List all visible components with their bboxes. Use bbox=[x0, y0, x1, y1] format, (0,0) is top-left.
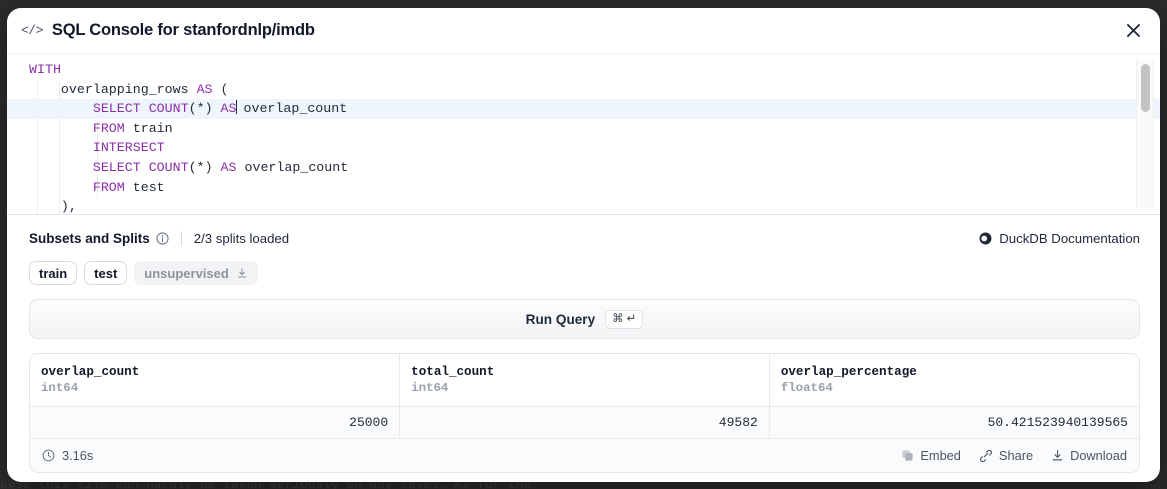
split-chips: train test unsupervised bbox=[29, 261, 1140, 285]
duckdb-documentation-link[interactable]: DuckDB Documentation bbox=[979, 231, 1140, 246]
close-icon[interactable] bbox=[1120, 18, 1146, 44]
sql-console-modal: </> SQL Console for stanfordnlp/imdb WIT… bbox=[7, 8, 1160, 482]
table-cell: 50.421523940139565 bbox=[769, 406, 1139, 438]
column-header[interactable]: total_count int64 bbox=[399, 354, 770, 407]
splits-loaded-status: 2/3 splits loaded bbox=[193, 230, 290, 246]
code-icon: </> bbox=[21, 23, 43, 38]
code-line: SELECT COUNT(*) AS overlap_count bbox=[7, 99, 1160, 119]
duckdb-icon bbox=[979, 232, 992, 245]
column-name: total_count bbox=[411, 365, 495, 379]
results-actions: Embed Share Download bbox=[901, 448, 1127, 463]
editor-scrollbar-thumb[interactable] bbox=[1141, 64, 1150, 112]
column-type: int64 bbox=[411, 381, 449, 395]
query-duration-label: 3.16s bbox=[62, 448, 94, 463]
link-icon bbox=[979, 449, 993, 462]
code-line: INTERSECT bbox=[92, 140, 165, 156]
run-query-button[interactable]: Run Query ⌘ ↵ bbox=[29, 299, 1140, 339]
column-type: int64 bbox=[41, 381, 79, 395]
divider bbox=[180, 230, 182, 246]
column-name: overlap_percentage bbox=[780, 365, 917, 379]
split-chip-unsupervised[interactable]: unsupervised bbox=[134, 261, 258, 285]
column-header[interactable]: overlap_percentage float64 bbox=[769, 354, 1139, 407]
run-query-shortcut: ⌘ ↵ bbox=[605, 309, 644, 329]
share-button[interactable]: Share bbox=[979, 448, 1033, 463]
shortcut-enter-key: ↵ bbox=[626, 312, 637, 325]
shortcut-cmd-key: ⌘ bbox=[612, 312, 624, 325]
page-title: SQL Console for stanfordnlp/imdb bbox=[51, 21, 315, 39]
embed-label: Embed bbox=[920, 448, 961, 463]
run-query-section: Run Query ⌘ ↵ bbox=[7, 285, 1160, 339]
code-line: overlapping_rows AS ( bbox=[29, 81, 229, 97]
split-chip-label: train bbox=[39, 265, 68, 281]
download-icon bbox=[1051, 449, 1064, 462]
split-chip-label: test bbox=[94, 265, 118, 281]
subsets-section: Subsets and Splits 2/3 splits loaded Duc… bbox=[7, 215, 1160, 285]
split-chip-test[interactable]: test bbox=[84, 261, 128, 285]
background-page-text: ause this film can hardly be taken serio… bbox=[0, 478, 532, 489]
sql-code-text[interactable]: WITH overlapping_rows AS ( SELECT COUNT(… bbox=[7, 54, 1160, 215]
share-label: Share bbox=[998, 448, 1034, 463]
embed-icon bbox=[901, 449, 914, 462]
indent-guide bbox=[59, 80, 60, 214]
download-icon[interactable] bbox=[236, 267, 248, 279]
indent-guide bbox=[97, 100, 98, 198]
column-header[interactable]: overlap_count int64 bbox=[30, 354, 401, 407]
results-footer: 3.16s Embed Share bbox=[30, 438, 1139, 472]
modal-titlebar: </> SQL Console for stanfordnlp/imdb bbox=[7, 8, 1160, 53]
split-chip-train[interactable]: train bbox=[29, 261, 78, 285]
code-line: FROM train bbox=[92, 120, 173, 136]
column-type: float64 bbox=[780, 381, 833, 395]
embed-button[interactable]: Embed bbox=[901, 448, 961, 463]
info-icon[interactable] bbox=[156, 231, 169, 245]
indent-guide bbox=[37, 80, 38, 214]
table-cell: 25000 bbox=[30, 406, 401, 438]
download-label: Download bbox=[1070, 448, 1127, 463]
editor-scrollbar[interactable] bbox=[1136, 60, 1154, 208]
column-name: overlap_count bbox=[41, 365, 140, 379]
code-line: SELECT COUNT(*) AS overlap_count bbox=[92, 159, 349, 175]
download-button[interactable]: Download bbox=[1051, 448, 1127, 463]
table-cell: 49582 bbox=[399, 406, 770, 438]
code-line: WITH bbox=[29, 62, 61, 77]
duckdb-documentation-label: DuckDB Documentation bbox=[999, 230, 1140, 246]
code-line: ), bbox=[29, 199, 77, 215]
subsets-title: Subsets and Splits bbox=[29, 230, 150, 246]
split-chip-label: unsupervised bbox=[144, 265, 229, 281]
code-line: FROM test bbox=[92, 179, 165, 195]
clock-icon bbox=[42, 449, 55, 462]
sql-editor[interactable]: WITH overlapping_rows AS ( SELECT COUNT(… bbox=[7, 53, 1160, 215]
query-duration: 3.16s bbox=[42, 448, 93, 463]
run-query-label: Run Query bbox=[525, 311, 596, 327]
